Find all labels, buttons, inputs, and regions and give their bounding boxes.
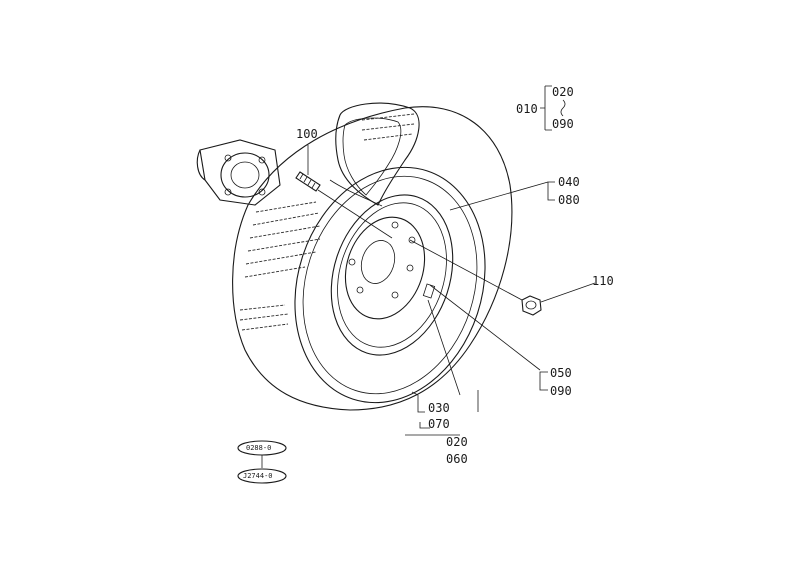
label-050: 050 xyxy=(550,366,572,380)
tread-pattern-left xyxy=(239,201,321,331)
label-020-top: 020 xyxy=(552,85,574,99)
tire xyxy=(232,106,513,411)
label-100: 100 xyxy=(296,127,318,141)
stamp-bottom: J2744-0 xyxy=(243,472,273,480)
label-030: 030 xyxy=(428,401,450,415)
label-110: 110 xyxy=(592,274,614,288)
label-010: 010 xyxy=(516,102,538,116)
reference-stamps: 0288-0 J2744-0 xyxy=(237,440,287,484)
label-020-bottom: 020 xyxy=(446,435,468,449)
wheel-rim xyxy=(330,194,454,356)
tread-pattern-top xyxy=(361,113,415,141)
label-060: 060 xyxy=(446,452,468,466)
leader-lines xyxy=(261,85,596,468)
hub-assembly xyxy=(196,139,281,206)
label-090-top: 090 xyxy=(552,117,574,131)
wheel-nut xyxy=(521,295,542,316)
part-labels: 010 020 090 100 040 080 110 050 090 030 … xyxy=(296,85,614,466)
stud-bolt xyxy=(295,171,321,192)
stamp-top: 0288-0 xyxy=(246,444,271,452)
label-070: 070 xyxy=(428,417,450,431)
label-090-bottom: 090 xyxy=(550,384,572,398)
label-040: 040 xyxy=(558,175,580,189)
label-080: 080 xyxy=(558,193,580,207)
tire-cutaway xyxy=(329,102,420,207)
